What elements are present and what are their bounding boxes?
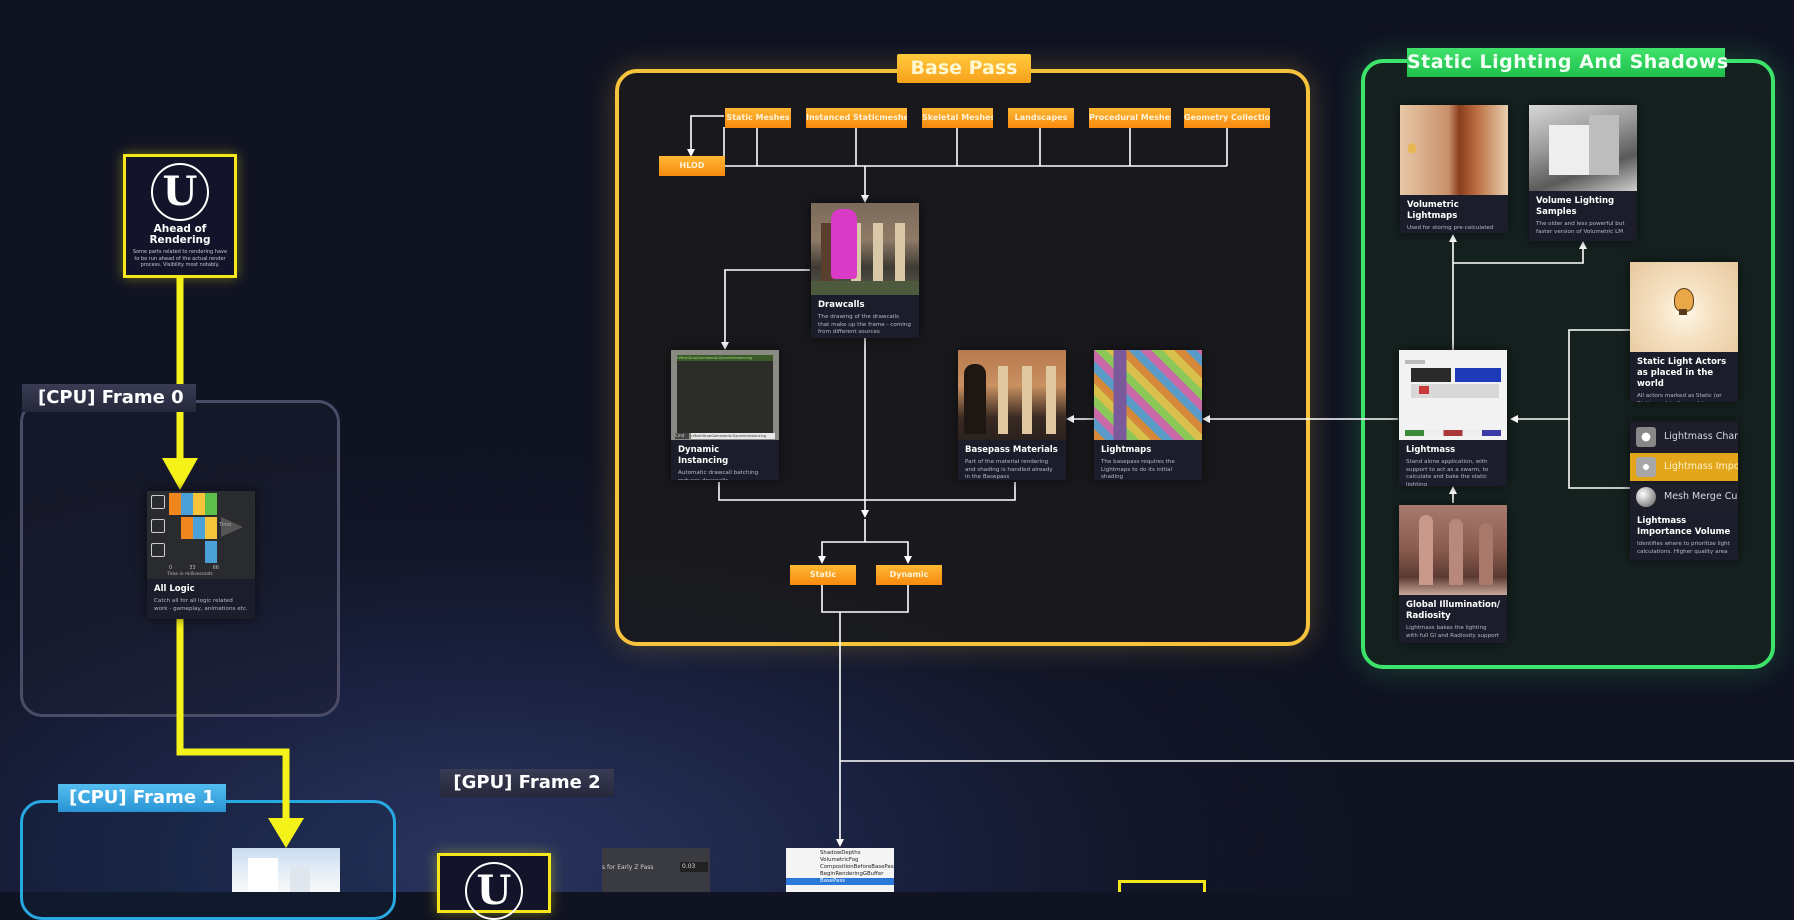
gpu-stats-tree[interactable]: ShadowDepths VolumetricFog CompositionBe… xyxy=(786,848,894,892)
tag-static-meshes[interactable]: Static Meshes xyxy=(725,108,791,128)
ahead-title: Ahead of Rendering xyxy=(149,223,211,246)
tree-item[interactable]: CompositionBeforeBasePass xyxy=(820,864,894,870)
tree-item[interactable]: ShadowDepths xyxy=(820,850,861,856)
static-light-actors-desc: All actors marked as Static (or Stationa… xyxy=(1637,393,1722,402)
global-illumination-title: Global Illumination/ Radiosity xyxy=(1406,600,1500,621)
basepass-materials-desc: Part of the material rendering and shadi… xyxy=(965,459,1053,480)
basepass-materials-image xyxy=(958,350,1066,440)
connector-lines xyxy=(162,149,1587,848)
card-lightmaps[interactable]: Lightmaps The basepass requires the Ligh… xyxy=(1094,350,1202,480)
sun-icon xyxy=(1636,427,1656,447)
tag-instanced-staticmeshes[interactable]: Instanced Staticmeshes xyxy=(806,108,907,128)
early-z-label: s for Early Z Pass xyxy=(602,864,654,871)
gpu-next-card-edge xyxy=(1118,880,1206,892)
dynamic-instancing-title: Dynamic Instancing xyxy=(678,445,729,466)
gpu-frame2-title: [GPU] Frame 2 xyxy=(440,769,614,797)
base-pass-title: Base Pass xyxy=(897,54,1031,83)
static-light-actors-image xyxy=(1630,262,1738,352)
importance-volume-desc: Identifies where to prioritize light cal… xyxy=(1637,541,1730,555)
dynamic-instancing-console-top: r.MeshDrawCommands.DynamicInstancing xyxy=(677,355,773,361)
static-lighting-title: Static Lighting And Shadows xyxy=(1407,48,1728,77)
unreal-logo-icon: U xyxy=(151,163,209,221)
all-logic-desc: Catch all for all logic related work - g… xyxy=(154,598,248,612)
lightmaps-desc: The basepass requires the Lightmaps to d… xyxy=(1101,459,1175,480)
cpu-frame1-title: [CPU] Frame 1 xyxy=(58,784,226,812)
lightmass-desc: Stand alone application, with support to… xyxy=(1406,459,1489,486)
volumetric-lightmaps-image xyxy=(1400,105,1508,195)
sphere-icon xyxy=(1636,487,1656,507)
card-all-logic[interactable]: Time 0 33 66 Time in milliseconds All Lo… xyxy=(147,491,255,619)
global-illumination-image xyxy=(1399,505,1507,595)
gpu-ue-card[interactable]: U xyxy=(437,853,551,920)
unreal-logo-glyph: U xyxy=(476,867,512,914)
drawcalls-title: Drawcalls xyxy=(818,300,865,310)
importance-row-mesh-merge[interactable]: Mesh Merge Culling xyxy=(1630,483,1738,511)
tag-landscapes[interactable]: Landscapes xyxy=(1008,108,1074,128)
tag-skeletal-meshes[interactable]: Skeletal Meshes xyxy=(922,108,993,128)
card-global-illumination[interactable]: Global Illumination/ Radiosity Lightmass… xyxy=(1399,505,1507,643)
axis-tick: 66 xyxy=(212,565,219,571)
tree-item[interactable]: BeginRenderingGBuffer xyxy=(820,871,884,877)
tree-item-selected[interactable]: BasePass xyxy=(786,878,894,885)
volume-icon xyxy=(1636,457,1656,477)
card-drawcalls[interactable]: Drawcalls The drawing of the drawcalls t… xyxy=(811,203,919,338)
tree-item[interactable]: VolumetricFog xyxy=(820,857,859,863)
global-illumination-desc: Lightmass bakes the lighting with full G… xyxy=(1406,625,1500,639)
all-logic-title: All Logic xyxy=(154,584,195,594)
timeline-axis-ticks: 0 33 66 xyxy=(169,565,219,571)
timeline-axis-label: Time in milliseconds xyxy=(167,572,213,577)
timeline-time-label: Time xyxy=(219,522,232,528)
unreal-logo-glyph: U xyxy=(162,168,198,215)
card-basepass-materials[interactable]: Basepass Materials Part of the material … xyxy=(958,350,1066,480)
importance-row-character-label: Lightmass Character xyxy=(1664,431,1738,442)
cpu-frame1-thumbnail[interactable] xyxy=(232,848,340,892)
timeline-arrow-icon xyxy=(221,517,243,537)
lightmaps-image xyxy=(1094,350,1202,440)
card-volume-lighting-samples[interactable]: Volume Lighting Samples The older and le… xyxy=(1529,105,1637,241)
axis-tick: 33 xyxy=(189,565,196,571)
tag-procedural-meshes[interactable]: Procedural Meshes xyxy=(1089,108,1171,128)
early-z-value[interactable]: 0.03 xyxy=(680,862,708,872)
all-logic-timeline: Time 0 33 66 Time in milliseconds xyxy=(147,491,255,579)
dynamic-instancing-console-cmd: Cmd xyxy=(675,433,689,439)
dynamic-instancing-desc: Automatic drawcall batching reduces draw… xyxy=(678,470,759,480)
card-lightmass-importance-volume[interactable]: Lightmass Character Lightmass Importance… xyxy=(1630,421,1738,560)
card-static-light-actors[interactable]: Static Light Actors as placed in the wor… xyxy=(1630,262,1738,402)
card-volumetric-lightmaps[interactable]: Volumetric Lightmaps Used for storing pr… xyxy=(1400,105,1508,233)
tag-geometry-collection[interactable]: Geometry Collection xyxy=(1184,108,1270,128)
drawcalls-image xyxy=(811,203,919,295)
dynamic-instancing-console-bottom: r.MeshDrawCommands.DynamicInstancing xyxy=(691,433,775,439)
importance-row-mesh-merge-label: Mesh Merge Culling xyxy=(1664,491,1738,502)
static-light-actors-title: Static Light Actors as placed in the wor… xyxy=(1637,357,1727,389)
volume-lighting-samples-desc: The older and less powerful but faster v… xyxy=(1536,221,1625,235)
card-dynamic-instancing[interactable]: r.MeshDrawCommands.DynamicInstancing Cmd… xyxy=(671,350,779,480)
basepass-materials-title: Basepass Materials xyxy=(965,445,1058,455)
volumetric-lightmaps-desc: Used for storing pre-calculated indirect… xyxy=(1407,225,1498,233)
cpu-core-icon xyxy=(151,519,165,533)
cpu-core-icon xyxy=(151,543,165,557)
volume-lighting-samples-image xyxy=(1529,105,1637,191)
axis-tick: 0 xyxy=(169,565,173,571)
importance-row-importance[interactable]: Lightmass Importance xyxy=(1630,453,1738,481)
importance-row-importance-label: Lightmass Importance xyxy=(1664,461,1738,472)
cpu-frame0-title: [CPU] Frame 0 xyxy=(22,384,196,412)
tag-dynamic[interactable]: Dynamic xyxy=(876,565,942,585)
tag-hlod[interactable]: HLOD xyxy=(659,156,725,176)
unreal-logo-icon: U xyxy=(465,862,523,920)
volumetric-lightmaps-title: Volumetric Lightmaps xyxy=(1407,200,1459,221)
early-z-panel[interactable]: s for Early Z Pass 0.03 xyxy=(602,848,710,892)
importance-volume-title: Lightmass Importance Volume xyxy=(1637,516,1731,537)
card-ahead-of-rendering[interactable]: U Ahead of Rendering Some parts related … xyxy=(123,154,237,278)
lightmaps-title: Lightmaps xyxy=(1101,445,1152,455)
ahead-desc: Some parts related to rendering have to … xyxy=(132,249,228,268)
dynamic-instancing-image: r.MeshDrawCommands.DynamicInstancing Cmd… xyxy=(671,350,779,440)
cpu-core-icon xyxy=(151,495,165,509)
card-lightmass[interactable]: Lightmass Stand alone application, with … xyxy=(1399,350,1507,486)
importance-row-character[interactable]: Lightmass Character xyxy=(1630,423,1738,451)
volume-lighting-samples-title: Volume Lighting Samples xyxy=(1536,196,1615,217)
lightmass-image xyxy=(1399,350,1507,440)
drawcalls-desc: The drawing of the drawcalls that make u… xyxy=(818,314,911,335)
tag-static[interactable]: Static xyxy=(790,565,856,585)
lightmass-title: Lightmass xyxy=(1406,445,1456,455)
